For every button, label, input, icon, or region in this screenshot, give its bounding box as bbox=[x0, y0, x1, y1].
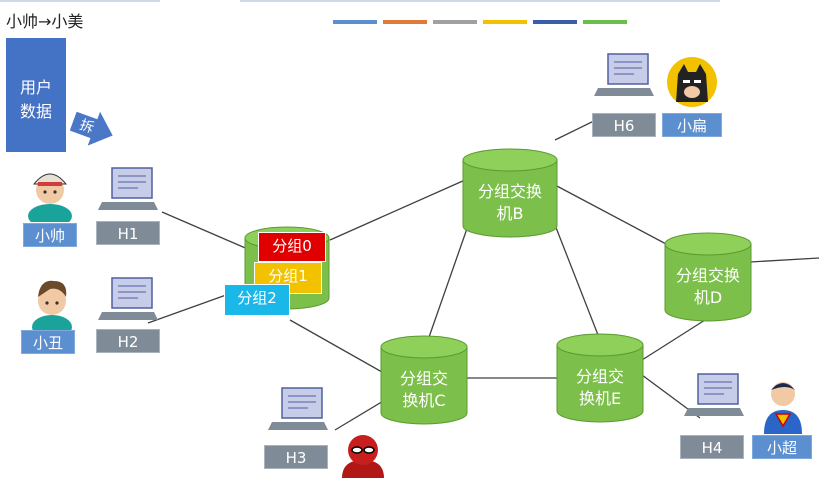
switch-c-label-line2: 换机C bbox=[402, 391, 446, 410]
split-arrow bbox=[70, 111, 113, 146]
user-data-block: 用户 数据 bbox=[6, 38, 66, 152]
h4-laptop-icon bbox=[684, 373, 744, 416]
top-color-bar bbox=[383, 20, 427, 24]
h2-laptop-icon bbox=[98, 277, 158, 320]
link-b-e bbox=[554, 224, 601, 341]
xiaoshuai-avatar bbox=[28, 173, 72, 222]
switch-c-label-line1: 分组交 bbox=[399, 369, 448, 388]
link-h1-a bbox=[161, 211, 251, 251]
top-color-bar bbox=[583, 20, 627, 24]
switch-e-label-line1: 分组交 bbox=[575, 367, 624, 386]
user-data-line1: 用户 bbox=[19, 78, 52, 97]
link-c-h3 bbox=[334, 399, 386, 431]
link-a-b bbox=[329, 179, 466, 241]
link-b-d bbox=[554, 184, 669, 246]
link-d-out bbox=[749, 257, 819, 263]
top-color-bar bbox=[433, 20, 477, 24]
h6-laptop-icon bbox=[594, 53, 654, 96]
switch-b-label-line1: 分组交换 bbox=[477, 182, 542, 201]
packet-2: 分组2 bbox=[224, 284, 290, 316]
h1-laptop-icon bbox=[98, 167, 158, 210]
top-color-bar bbox=[533, 20, 577, 24]
switch-b: 分组交换 机B bbox=[462, 148, 558, 238]
switch-c: 分组交 换机C bbox=[380, 335, 468, 425]
link-e-d bbox=[641, 319, 706, 361]
switch-b-cylinder bbox=[462, 148, 558, 238]
label-h1: H1 bbox=[96, 221, 160, 245]
switch-b-label-line2: 机B bbox=[496, 204, 524, 223]
packet-0: 分组0 bbox=[258, 232, 326, 262]
h3-user-avatar bbox=[342, 435, 384, 478]
switch-c-cylinder bbox=[380, 335, 468, 425]
switch-e-cylinder bbox=[556, 333, 644, 423]
label-xiaoshuai: 小帅 bbox=[23, 223, 77, 247]
top-strip-left bbox=[0, 0, 160, 2]
top-strip-right bbox=[240, 0, 720, 2]
switch-e-label-line2: 换机E bbox=[578, 389, 622, 408]
link-a-c bbox=[289, 319, 383, 373]
switch-d-label-line1: 分组交换 bbox=[675, 266, 740, 285]
user-data-line2: 数据 bbox=[19, 102, 52, 121]
label-h6: H6 bbox=[592, 113, 656, 137]
label-h3: H3 bbox=[264, 445, 328, 469]
label-xiaobian: 小扁 bbox=[662, 113, 722, 137]
xiaobian-avatar bbox=[667, 57, 717, 107]
switch-e: 分组交 换机E bbox=[556, 333, 644, 423]
label-xiaochou: 小丑 bbox=[21, 330, 75, 354]
xiaochou-avatar bbox=[32, 280, 72, 331]
xiaochao-avatar bbox=[764, 382, 802, 434]
switch-d: 分组交换 机D bbox=[664, 232, 752, 322]
label-h4: H4 bbox=[680, 435, 744, 459]
h3-laptop-icon bbox=[268, 387, 328, 430]
link-b-c bbox=[427, 219, 471, 341]
page-title: 小帅→小美 bbox=[6, 12, 84, 31]
label-xiaochao: 小超 bbox=[752, 435, 812, 459]
switch-d-cylinder bbox=[664, 232, 752, 322]
switch-d-label-line2: 机D bbox=[693, 288, 723, 307]
top-color-bar bbox=[483, 20, 527, 24]
top-color-bar bbox=[333, 20, 377, 24]
label-h2: H2 bbox=[96, 329, 160, 353]
